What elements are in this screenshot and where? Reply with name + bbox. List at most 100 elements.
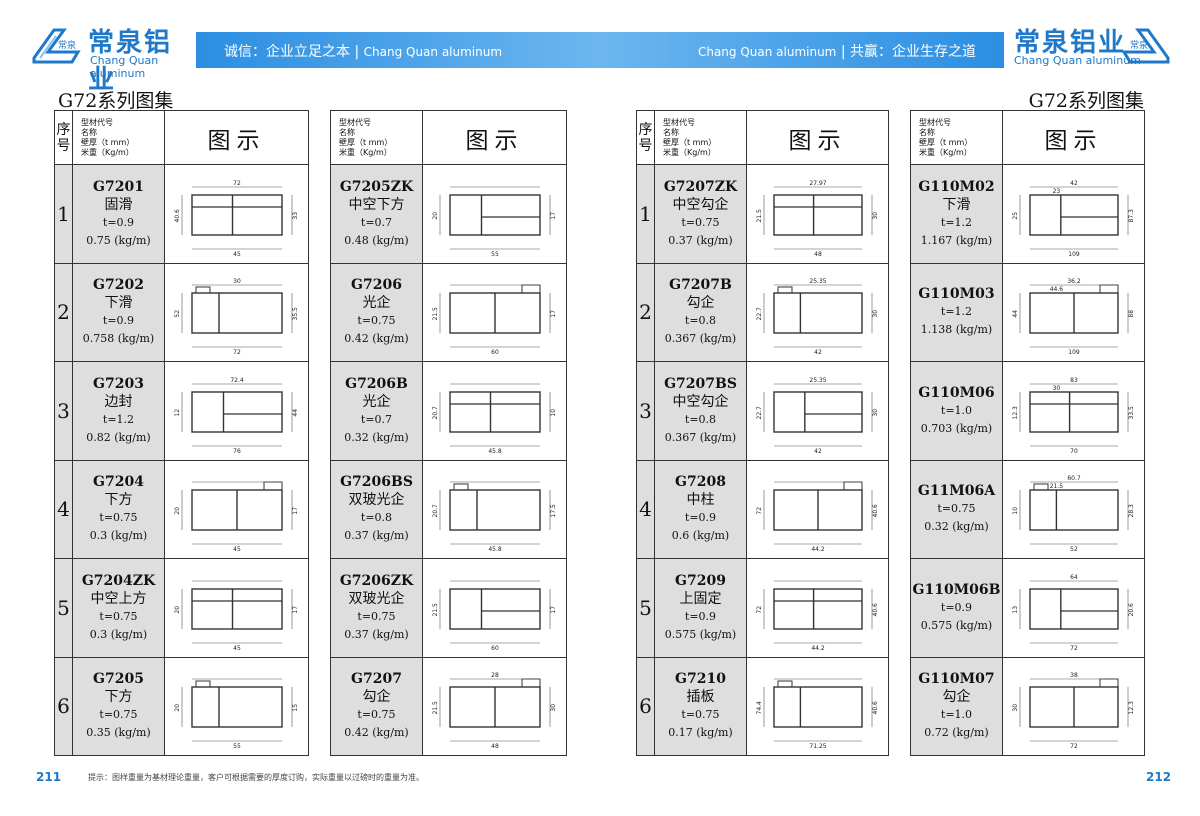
dimension-label: 28 [491, 672, 499, 679]
dimension-label: 30 [1052, 385, 1060, 392]
profile-code: G7206ZK [339, 572, 414, 589]
row-index: 6 [636, 656, 655, 756]
dimension-label: 20.7 [432, 406, 439, 420]
meter-weight: 0.575 (kg/m) [920, 618, 993, 632]
profile-name: 双玻光企 [348, 590, 405, 607]
dimension-label: 109 [1068, 349, 1080, 355]
profile-name: 中空勾企 [672, 196, 729, 213]
wall-thickness: t=0.75 [937, 502, 976, 516]
dimension-label: 21.5 [432, 701, 439, 715]
profile-code: G7207ZK [663, 178, 738, 195]
dimension-label: 25.35 [809, 278, 826, 285]
profile-name: 中空下方 [348, 196, 405, 213]
wall-thickness: t=0.75 [357, 314, 396, 328]
dimension-label: 45 [233, 645, 241, 651]
wall-thickness: t=0.75 [99, 708, 138, 722]
row-index: 2 [636, 262, 655, 362]
profile-code: G7204ZK [81, 572, 156, 589]
dimension-label: 40.6 [872, 603, 879, 617]
profile-code: G7203 [93, 375, 144, 392]
profile-name: 下方 [104, 689, 133, 706]
dimension-label: 27.97 [809, 180, 826, 187]
dimension-label: 17 [550, 212, 557, 220]
dimension-label: 72 [756, 606, 763, 614]
dimension-label: 12.3 [1012, 406, 1019, 420]
dimension-label: 35.5 [292, 307, 299, 321]
dimension-label: 40.6 [174, 209, 181, 223]
dimension-label: 20 [432, 212, 439, 220]
brand-mark-icon: 常泉 [1121, 28, 1170, 64]
wall-thickness: t=0.75 [681, 215, 720, 229]
dimension-label: 60.7 [1067, 475, 1081, 482]
table-header-row: 型材代号名称壁厚（t mm）米重（Kg/m）图示 [330, 110, 567, 165]
dimension-label: 36.2 [1067, 278, 1081, 285]
dimension-label: 72 [233, 349, 241, 355]
dimension-label: 20 [174, 704, 181, 712]
series-title: G72系列图集 [1028, 90, 1144, 112]
dimension-label: 21.5 [432, 603, 439, 617]
profile-name: 光企 [362, 295, 391, 312]
wall-thickness: t=1.2 [940, 215, 973, 229]
row-index: 4 [636, 459, 655, 559]
svg-text:常泉: 常泉 [1130, 39, 1148, 51]
dimension-label: 72.4 [230, 377, 244, 384]
meter-weight: 0.32 (kg/m) [924, 520, 989, 534]
profile-code: G7207BS [664, 375, 737, 392]
meter-weight: 1.138 (kg/m) [920, 323, 993, 337]
wall-thickness: t=1.0 [940, 708, 973, 722]
dimension-label: 70 [1070, 448, 1078, 454]
row-index: 3 [636, 361, 655, 461]
series-title: G72系列图集 [58, 90, 174, 112]
table-header-row: 序号型材代号名称壁厚（t mm）米重（Kg/m）图示 [636, 110, 889, 165]
dimension-label: 44.2 [811, 546, 825, 552]
meta-header: 型材代号名称壁厚（t mm）米重（Kg/m） [72, 110, 165, 165]
dimension-label: 52 [174, 310, 181, 318]
dimension-label: 71.25 [809, 743, 826, 749]
wall-thickness: t=0.75 [357, 609, 396, 623]
dimension-label: 17 [550, 310, 557, 318]
dimension-label: 21.5 [1049, 483, 1063, 490]
brand-logo-left: 常泉 常泉铝业 Chang Quan aluminum [0, 18, 196, 95]
dimension-label: 25.35 [809, 377, 826, 384]
dimension-label: 72 [1070, 743, 1078, 749]
brand-name-cn: 常泉铝业 [88, 28, 173, 95]
dimension-label: 33.5 [1128, 406, 1135, 420]
wall-thickness: t=0.75 [357, 708, 396, 722]
meter-weight: 0.37 (kg/m) [344, 529, 409, 543]
meter-weight: 0.82 (kg/m) [86, 430, 151, 444]
dimension-label: 10 [550, 409, 557, 417]
dimension-label: 52 [1070, 546, 1078, 552]
profile-code: G110M06B [912, 581, 1001, 598]
wall-thickness: t=0.9 [102, 215, 135, 229]
dimension-label: 30 [872, 310, 879, 318]
meter-weight: 0.48 (kg/m) [344, 233, 409, 247]
meter-weight: 0.42 (kg/m) [344, 726, 409, 740]
dimension-label: 109 [1068, 251, 1080, 257]
profile-code: G110M07 [918, 671, 995, 688]
